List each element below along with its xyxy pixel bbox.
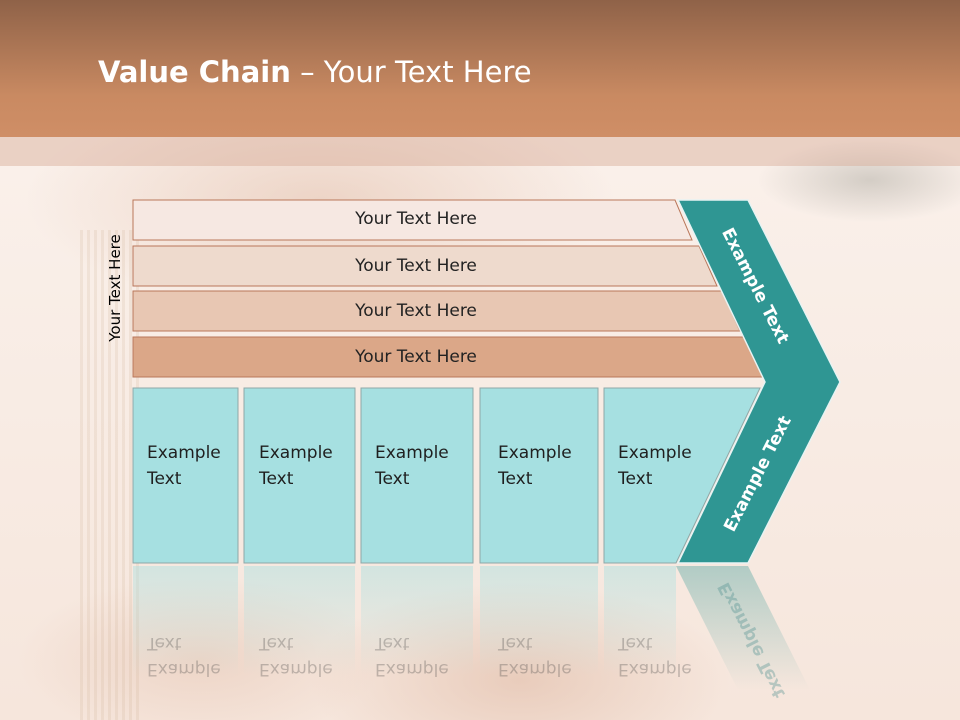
reflection-box-4 xyxy=(480,566,598,676)
reflection-box-3 xyxy=(361,566,473,676)
activity-box-5 xyxy=(603,387,761,564)
support-row-1 xyxy=(132,199,693,241)
margin-chevron xyxy=(676,199,841,564)
title-bold: Value Chain xyxy=(98,55,291,89)
support-row-4-label: Your Text Here xyxy=(355,347,477,367)
activity-5-label: Example Text xyxy=(618,443,692,489)
activity-1-reflection: Example Text xyxy=(147,633,221,679)
reflection-box-2 xyxy=(244,566,355,676)
title-bar-band xyxy=(0,137,960,166)
activity-box-1 xyxy=(132,387,239,564)
activity-4-label: Example Text xyxy=(498,443,572,489)
activity-2-reflection: Example Text xyxy=(259,633,333,679)
activity-3-label: Example Text xyxy=(375,443,449,489)
reflection-chevron xyxy=(676,566,810,690)
activity-2-label: Example Text xyxy=(259,443,333,489)
support-row-3-label: Your Text Here xyxy=(355,301,477,321)
title-rest: – Your Text Here xyxy=(290,55,532,89)
reflection-box-1 xyxy=(133,566,238,676)
activity-3-reflection: Example Text xyxy=(375,633,449,679)
activity-1-label: Example Text xyxy=(147,443,221,489)
activity-box-3 xyxy=(360,387,474,564)
support-row-1-label: Your Text Here xyxy=(355,209,477,229)
bamboo-mat xyxy=(80,230,140,720)
support-row-2-label: Your Text Here xyxy=(355,256,477,276)
title-bar xyxy=(0,0,960,137)
activity-5-reflection: Example Text xyxy=(618,633,692,679)
page-title: Value Chain – Your Text Here xyxy=(98,55,532,89)
activity-box-4 xyxy=(479,387,599,564)
activity-box-2 xyxy=(243,387,356,564)
support-row-2 xyxy=(132,245,718,287)
reflection-box-5 xyxy=(604,566,676,676)
activity-4-reflection: Example Text xyxy=(498,633,572,679)
